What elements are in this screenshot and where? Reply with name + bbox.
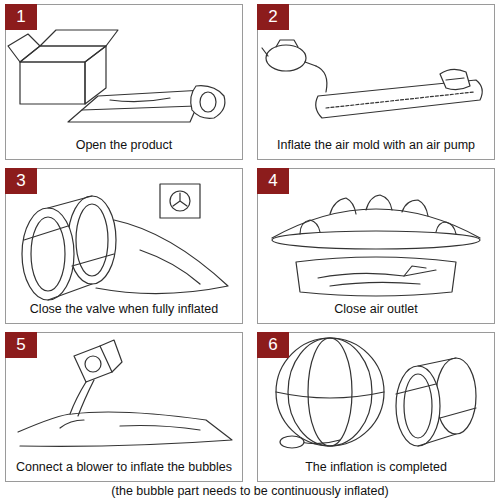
dome-structure [330,198,356,214]
dome-structure [436,222,456,234]
folded-product [191,86,225,119]
blower-hose [78,380,94,416]
air-outlet-inset [296,257,456,296]
step-panel: 2Inflate the air mold with an air pump [257,4,495,160]
dome-structure [402,200,428,216]
step-number: 5 [5,332,37,358]
air-pump [305,62,316,66]
air-outlet-inset [318,270,436,278]
cardboard-box [8,30,118,104]
inflated-bubble [308,338,352,446]
inflated-frame [48,196,92,208]
step-panel: 1Open the product [5,4,243,160]
folded-product [200,92,216,112]
cardboard-box [40,30,118,46]
inflated-frame [22,196,116,300]
product-sheet [96,220,228,294]
footnote: (the bubble part needs to be continuousl… [4,484,496,498]
blower-hose [70,380,94,416]
inflated-bubble [276,338,384,446]
air-pump [262,40,327,92]
step-number: 3 [5,168,37,194]
valve-inset [173,193,187,206]
inflated-frame [76,204,108,276]
step-caption: The inflation is completed [262,460,490,475]
air-mold-tube [326,92,474,108]
inflated-frame [404,374,432,438]
folded-product [82,106,196,110]
step-caption: Inflate the air mold with an air pump [262,138,490,153]
inflated-frame [72,254,114,266]
blower [74,340,122,382]
inflated-frame [396,384,436,394]
step-caption: Open the product [10,138,238,153]
inflated-bubble [276,338,384,446]
valve-inset [160,184,200,218]
air-mold-tube [440,69,470,89]
dome-structure [366,195,392,210]
step-caption: Close the valve when fully inflated [10,302,238,317]
step-number: 6 [257,332,289,358]
cardboard-box [20,46,106,62]
cardboard-box [20,62,85,104]
inflated-frame [24,226,68,240]
bubble-sheet [18,412,232,446]
blower [300,440,340,444]
cardboard-box [8,34,40,62]
inflated-frame [68,196,116,284]
dome-structure [300,220,320,234]
air-pump [262,40,298,56]
air-mold-tube [316,69,483,118]
folded-product [68,90,204,122]
step-caption: Close air outlet [262,302,490,317]
step-panel: 6The inflation is completed [257,332,495,482]
inflated-frame [418,434,456,446]
dome-structure [272,231,480,249]
blower [280,436,304,448]
valve-inset [170,191,190,211]
inflated-bubble [288,338,372,446]
folded-product [68,86,225,122]
air-outlet-inset [404,266,426,276]
folded-product [110,98,170,102]
inflated-frame [440,408,476,418]
blower [74,346,112,382]
air-outlet-inset [296,257,456,296]
blower [100,340,122,372]
blower-hose [70,382,86,414]
air-outlet-inset [330,282,420,286]
inflated-bubble [276,392,384,398]
bubble-sheet [18,412,232,446]
valve-inset [160,184,200,218]
inflated-frame [396,366,440,446]
dome-structure [272,195,480,249]
air-pump [316,66,327,92]
product-sheet [140,250,200,284]
air-pump [266,45,306,71]
product-sheet [96,220,228,294]
step-caption: Connect a blower to inflate the bubbles [10,460,238,475]
step-panel: 5Connect a blower to inflate the bubbles [5,332,243,482]
step-panel: 3Close the valve when fully inflated [5,168,243,324]
bubble-sheet [60,420,84,428]
step-number: 2 [257,4,289,30]
inflated-frame [396,358,476,446]
air-mold-tube [446,78,464,80]
step-panel: 4Close air outlet [257,168,495,324]
step-number: 1 [5,4,37,30]
inflated-frame [436,358,476,434]
inflated-frame [22,208,74,300]
step-number: 4 [257,168,289,194]
blower [85,356,101,372]
inflated-frame [418,358,456,366]
bubble-sheet [120,426,200,431]
inflated-frame [48,284,92,300]
blower [280,436,340,448]
